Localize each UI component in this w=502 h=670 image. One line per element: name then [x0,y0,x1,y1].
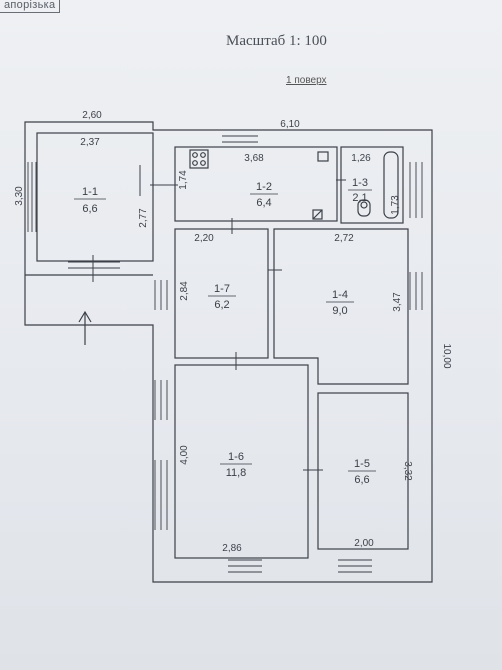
room-labels: 1-1 6,6 1-2 6,4 1-3 2,1 1-4 9,0 1-5 6,6 … [74,177,376,486]
stove-fixture [189,149,209,169]
windows [27,129,423,573]
scale-title: Масштаб 1: 100 [226,33,327,49]
room-1-6-area: 11,8 [226,467,247,479]
bathtub-fixture [383,151,399,219]
corner-text: апорізька [0,0,61,13]
room-1-7-id: 1-7 [214,283,230,295]
window-right-room-1-3 [409,162,423,218]
dim-room-1-7-height: 2,84 [179,281,190,301]
room-1-3-outline [340,146,404,224]
room-1-4-id: 1-4 [332,289,348,301]
window-right-room-1-4 [409,272,423,310]
cabinet-fixture [312,209,323,220]
dim-room-1-6-width: 2,86 [222,543,242,554]
walls [24,121,433,583]
room-1-2-outline [174,146,338,222]
dim-room-1-2-height: 1,74 [178,170,189,190]
room-1-1-outline [36,132,154,262]
room-1-6-outline [174,364,309,559]
dim-room-1-5-width: 2,00 [354,538,374,549]
dim-outer-top-left: 2,60 [82,110,102,121]
dim-room-1-3-width: 1,26 [351,153,371,164]
room-1-4-area: 9,0 [332,305,347,317]
doors [92,165,346,471]
dim-room-1-4-height: 3,47 [392,292,403,312]
window-bottom-room-1-6 [228,559,262,573]
room-1-2-area: 6,4 [256,197,271,209]
dim-room-1-1-width: 2,37 [80,137,100,148]
room-1-1-area: 6,6 [82,203,97,215]
window-top-kitchen [222,129,258,143]
dim-room-1-7-width: 2,20 [194,233,214,244]
window-left-room-1-1 [27,162,37,232]
dim-room-1-4-width: 2,72 [334,233,354,244]
room-1-7-area: 6,2 [214,299,229,311]
window-left-room-1-7 [154,280,168,310]
dim-room-1-2-width: 3,68 [244,153,264,164]
toilet-bowl [360,201,368,209]
dim-room-1-5-height: 3,32 [402,461,413,481]
dimension-labels: 2,60 6,10 3,30 10,00 2,37 2,77 3,68 1,74… [14,110,452,554]
floor-title: 1 поверх [286,75,327,86]
sink-fixture [317,151,329,162]
dim-outer-left: 3,30 [14,186,25,206]
room-1-2-id: 1-2 [256,181,272,193]
room-1-4-outline [273,228,409,385]
dim-outer-right: 10,00 [441,343,452,368]
dim-outer-top-right: 6,10 [280,119,300,130]
room-1-3-id: 1-3 [352,177,368,189]
room-1-7-outline [174,228,269,359]
room-1-5-id: 1-5 [354,458,370,470]
dim-room-1-1-height: 2,77 [138,208,149,228]
toilet-fixture [357,199,371,217]
room-1-5-outline [317,392,409,550]
room-1-3-area: 2,1 [352,192,367,204]
window-room-1-1-bottom [68,261,120,269]
room-1-1-id: 1-1 [82,186,98,198]
window-bottom-room-1-5 [338,559,372,573]
dim-room-1-3-height: 1,73 [390,195,401,215]
dim-room-1-6-height: 4,00 [179,445,190,465]
room-1-5-area: 6,6 [354,474,369,486]
outer-wall [24,121,433,583]
room-1-6-id: 1-6 [228,451,244,463]
window-left-room-1-6 [154,380,168,530]
